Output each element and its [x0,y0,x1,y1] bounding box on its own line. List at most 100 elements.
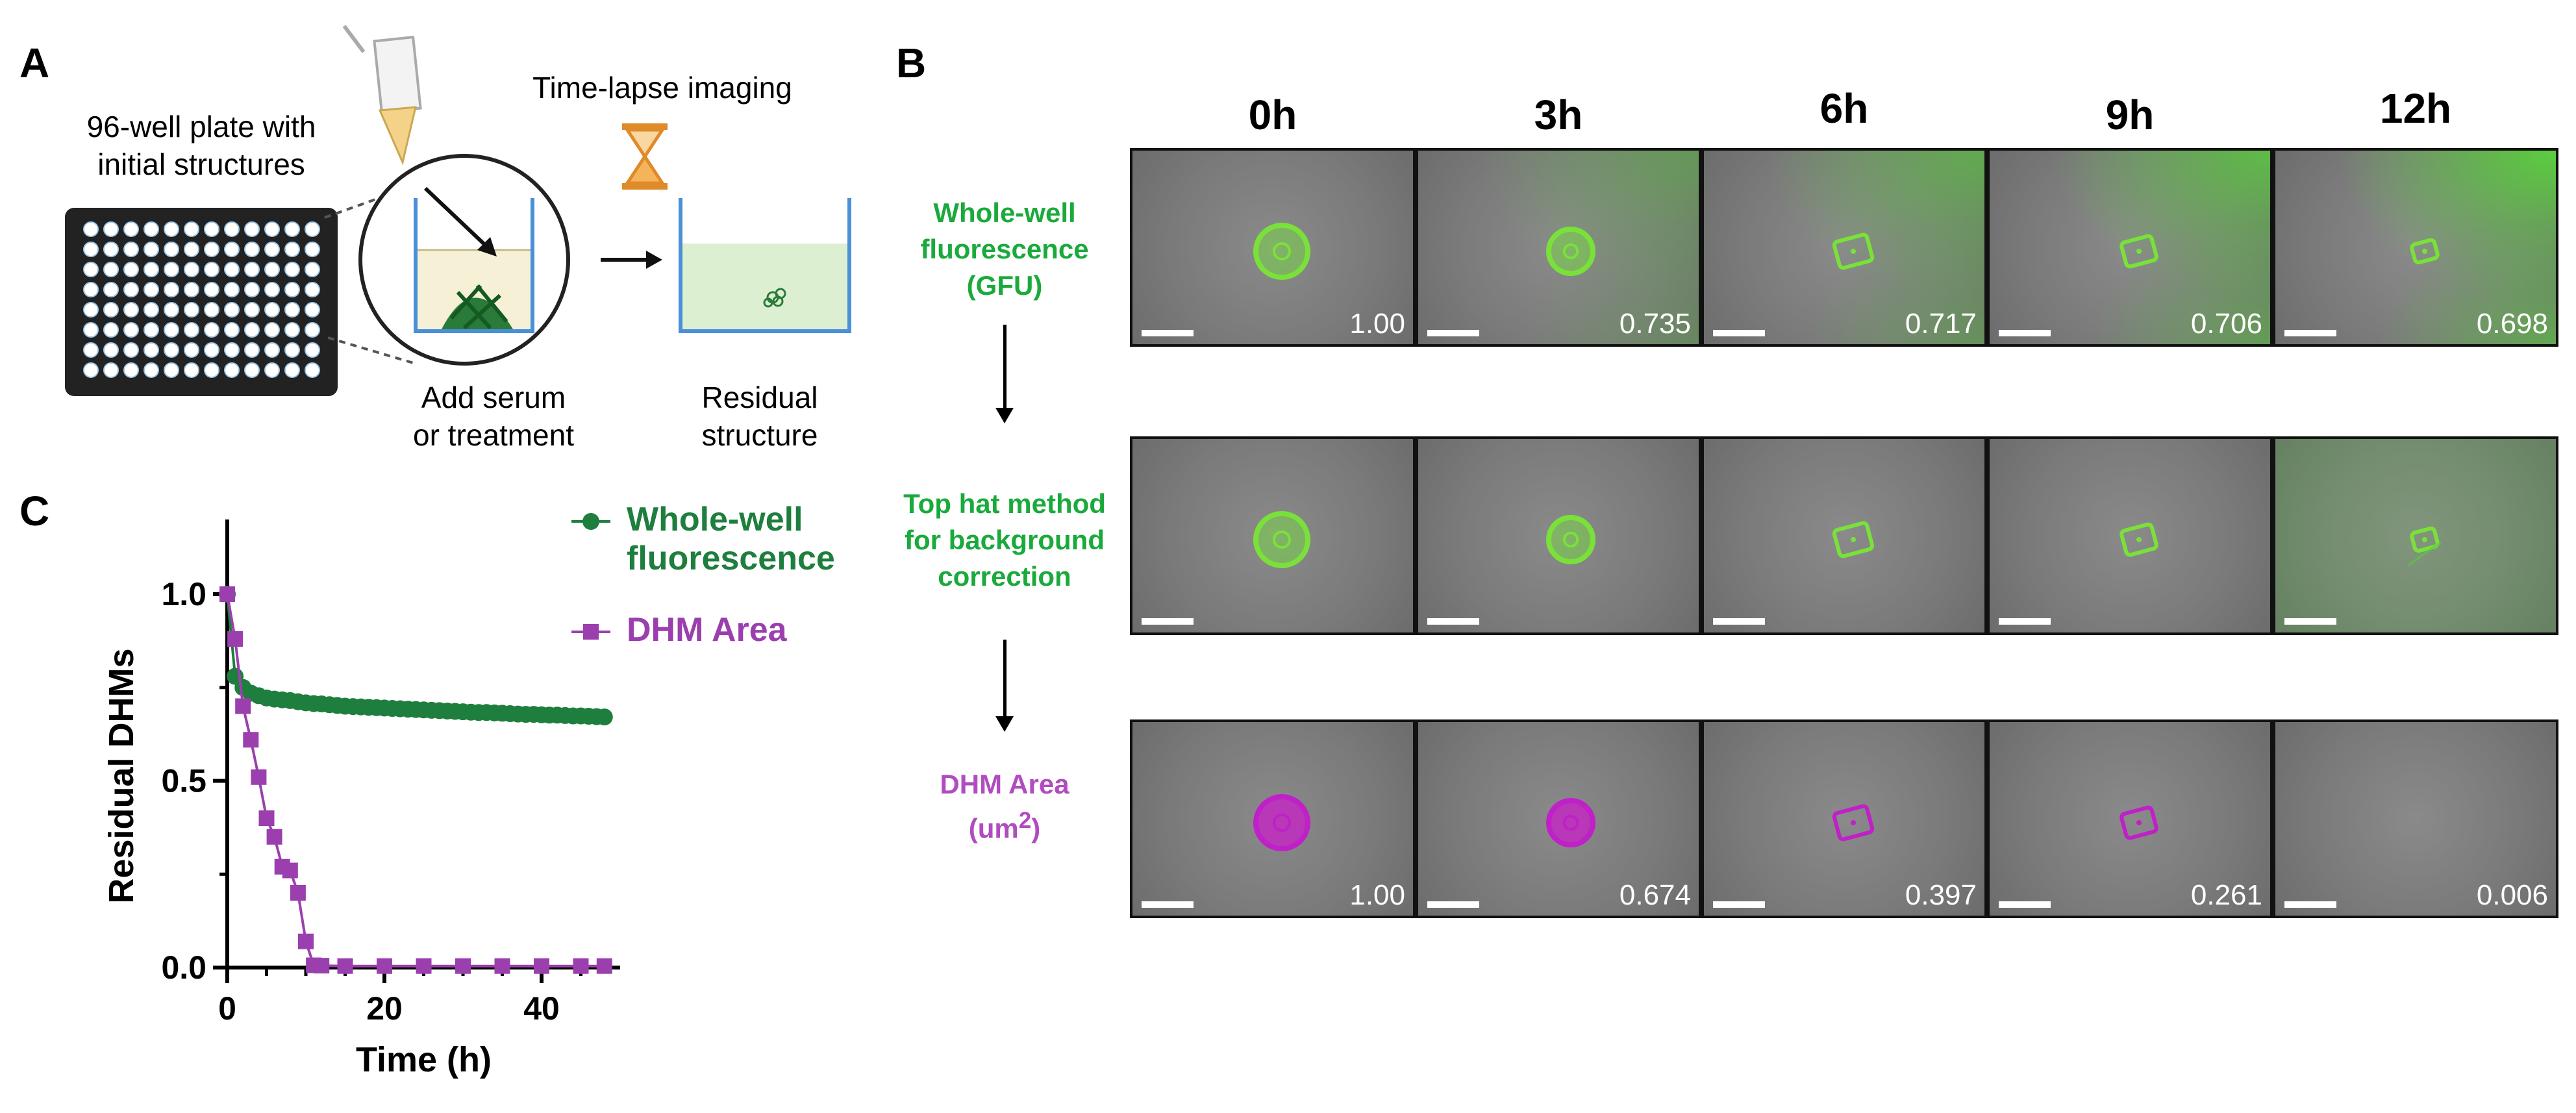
legend-label-dhm-area: DHM Area [627,611,787,649]
well [184,282,199,297]
well [103,322,119,338]
scale-bar [1713,618,1765,625]
structure-mark [2120,234,2158,269]
well [83,342,99,358]
scale-bar [1427,330,1479,336]
well [264,242,280,257]
micrograph-tile [1130,436,1416,635]
well [244,342,260,358]
well [224,302,240,318]
well [123,242,139,257]
tile-value: 0.006 [2476,879,2548,911]
well [204,282,219,297]
x-tick-label: 20 [366,990,403,1027]
pipette-icon [342,25,422,166]
legend-marker-whole-well [582,513,599,530]
tile-value: 1.00 [1349,308,1405,340]
micrograph-tile [1987,436,2273,635]
scale-bar [1142,330,1194,336]
add-serum-line1: Add serum [421,381,566,414]
x-tick-label: 0 [218,990,236,1027]
panel-a-drawing [65,25,851,396]
time-header-1: 3h [1534,92,1583,138]
well [83,282,99,297]
well [103,282,119,297]
y-tick-label: 0.0 [161,949,206,986]
well [224,342,240,358]
well [103,342,119,358]
legend-line-2: fluorescence [627,540,835,577]
structure-mark [1546,227,1595,276]
scale-bar [2284,901,2336,908]
well [123,302,139,318]
well [284,322,300,338]
well [284,242,300,257]
structure-mark [1546,798,1595,847]
well [244,221,260,237]
row-label-line: Whole-well [933,197,1076,228]
row-label-line: DHM Area [940,769,1069,799]
row-label-top-hat: Top hat method for background correction [897,486,1112,595]
micrograph-tile: 0.698 [2273,148,2558,347]
scale-bar [1999,618,2051,625]
micrograph-tile [1701,436,1987,635]
panel-letter-c: C [19,488,50,534]
well [164,342,179,358]
residual-well [679,198,851,333]
structure-mark [1832,521,1875,558]
well [204,242,219,257]
well [123,322,139,338]
tile-value: 0.674 [1619,879,1691,911]
well [305,242,320,257]
well [204,342,219,358]
tile-value: 0.706 [2190,308,2262,340]
micrograph-tile: 0.717 [1701,148,1987,347]
scale-bar [1142,618,1194,625]
structure-mark [1546,515,1595,564]
data-point [595,708,613,726]
well [224,262,240,277]
well [224,221,240,237]
well [83,242,99,257]
well-plate [65,208,338,396]
micrograph-tile [1416,436,1701,635]
micrograph-tile: 0.397 [1701,719,1987,918]
well [305,322,320,338]
data-point [455,958,471,974]
structure-mark [2120,522,2158,557]
well [224,242,240,257]
well [164,242,179,257]
row-label-line: (GFU) [966,270,1043,301]
tile-value: 0.698 [2476,308,2548,340]
well [144,262,159,277]
x-tick-label: 40 [523,990,560,1027]
tile-value: 0.735 [1619,308,1691,340]
data-point [227,631,244,647]
well [284,221,300,237]
well [305,342,320,358]
well [123,221,139,237]
data-point [416,958,432,974]
panel-letter-a: A [19,40,50,86]
scale-bar [1713,330,1765,336]
data-point [596,958,612,974]
well [83,262,99,277]
well [164,282,179,297]
scale-bar [1999,330,2051,336]
well [284,262,300,277]
data-point [251,769,267,785]
timelapse-label: Time-lapse imaging [532,71,792,105]
row-label-line: correction [938,561,1071,592]
zoom-line-top [324,184,416,219]
well [284,342,300,358]
micrograph-tile [2273,436,2558,635]
residual-structure-line1: Residual [701,381,818,414]
time-header-3: 9h [2105,92,2155,138]
well [264,262,280,277]
row-label-line: (um2) [968,808,1041,844]
well [184,221,199,237]
well [144,322,159,338]
data-point [258,810,275,826]
